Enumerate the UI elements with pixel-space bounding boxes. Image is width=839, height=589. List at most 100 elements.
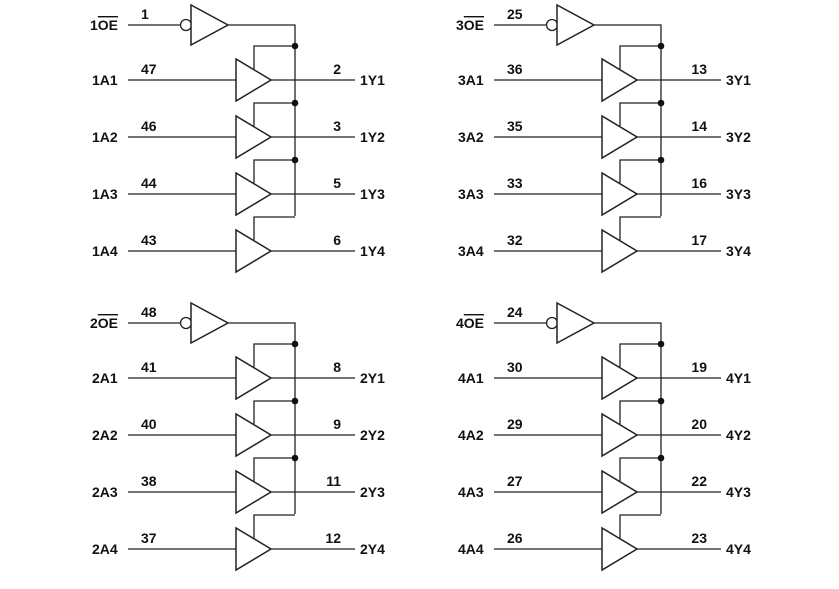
group-2-channel-4-input-label: 3A4 [458, 243, 484, 259]
group-3-oe-buffer [190, 301, 230, 345]
group-2-channel-4-enable-wire [619, 216, 661, 240]
group-1-oe-inverter-bubble [179, 18, 193, 32]
group-1-channel-4-input-pin: 43 [141, 232, 157, 248]
group-2-channel-1-input-label: 3A1 [458, 72, 484, 88]
group-3-oe-inverter-bubble [179, 316, 193, 330]
group-1-channel-4-buffer [235, 228, 273, 274]
group-1-oe-buffer [190, 3, 230, 47]
group-3-channel-3-buffer [235, 469, 273, 515]
group-1-channel-1-enable-wire [253, 45, 295, 69]
group-1-channel-4-output-pin: 6 [333, 232, 341, 248]
group-1-channel-2-input-pin: 46 [141, 118, 157, 134]
group-4-channel-3-output-label: 4Y3 [726, 484, 751, 500]
group-3-channel-3-output-pin: 11 [326, 473, 341, 489]
group-4-channel-2-junction-dot [657, 397, 665, 405]
group-1-oe-pin: 1 [141, 6, 149, 22]
group-4-channel-4-output-pin: 23 [691, 530, 707, 546]
group-1-channel-3-buffer [235, 171, 273, 217]
group-2-oe-buffer [556, 3, 596, 47]
group-3-channel-4-output-pin: 12 [325, 530, 341, 546]
group-4-channel-1-output-label: 4Y1 [726, 370, 751, 386]
group-4-channel-4-input-pin: 26 [507, 530, 523, 546]
group-4-channel-4-enable-wire [619, 514, 661, 538]
group-4-channel-2-enable-wire [619, 400, 661, 424]
group-2-channel-1-output-pin: 13 [691, 61, 707, 77]
group-4-channel-4-input-label: 4A4 [458, 541, 484, 557]
group-1-channel-2-output-pin: 3 [333, 118, 341, 134]
group-3-oe-bus [228, 322, 296, 514]
group-2-channel-3-junction-dot [657, 156, 665, 164]
group-4-oe-label: 4OE [456, 315, 484, 331]
group-3-channel-3-junction-dot [291, 454, 299, 462]
group-4-channel-2-input-pin: 29 [507, 416, 523, 432]
group-3-channel-2-buffer [235, 412, 273, 458]
group-3-channel-2-output-pin: 9 [333, 416, 341, 432]
group-4-channel-3-junction-dot [657, 454, 665, 462]
group-1-channel-1-junction-dot [291, 42, 299, 50]
group-2-channel-1-enable-wire [619, 45, 661, 69]
group-4-channel-1-input-label: 4A1 [458, 370, 484, 386]
group-3-channel-3-input-pin: 38 [141, 473, 157, 489]
group-3-oe-label: 2OE [90, 315, 118, 331]
group-3-channel-1-output-pin: 8 [333, 359, 341, 375]
group-4-channel-1-junction-dot [657, 340, 665, 348]
group-4-channel-4-buffer [601, 526, 639, 572]
group-1-channel-1-output-label: 1Y1 [360, 72, 385, 88]
group-2-channel-2-enable-wire [619, 102, 661, 126]
group-1-channel-2-output-label: 1Y2 [360, 129, 385, 145]
group-2-channel-3-output-pin: 16 [691, 175, 707, 191]
group-3-channel-1-input-label: 2A1 [92, 370, 118, 386]
group-1-channel-3-output-pin: 5 [333, 175, 341, 191]
group-1-channel-1-input-pin: 47 [141, 61, 157, 77]
group-3-channel-4-input-label: 2A4 [92, 541, 118, 557]
group-4-channel-3-input-label: 4A3 [458, 484, 484, 500]
group-1-channel-3-output-label: 1Y3 [360, 186, 385, 202]
group-2-channel-2-input-pin: 35 [507, 118, 523, 134]
group-3-channel-4-enable-wire [253, 514, 295, 538]
group-2-channel-3-buffer [601, 171, 639, 217]
group-4-channel-2-output-pin: 20 [691, 416, 707, 432]
group-4-oe-buffer [556, 301, 596, 345]
group-4-oe-bus [594, 322, 662, 514]
group-1-channel-2-input-label: 1A2 [92, 129, 118, 145]
group-2-channel-2-output-label: 3Y2 [726, 129, 751, 145]
group-4-channel-2-buffer [601, 412, 639, 458]
group-3-channel-3-input-label: 2A3 [92, 484, 118, 500]
group-1-oe-bus [228, 24, 296, 216]
group-1-channel-4-input-label: 1A4 [92, 243, 118, 259]
group-2-oe-bus [594, 24, 662, 216]
group-1-channel-2-enable-wire [253, 102, 295, 126]
group-2-channel-4-output-label: 3Y4 [726, 243, 751, 259]
group-2-channel-3-output-label: 3Y3 [726, 186, 751, 202]
group-1-channel-3-input-label: 1A3 [92, 186, 118, 202]
group-3-channel-2-input-label: 2A2 [92, 427, 118, 443]
group-3-channel-3-enable-wire [253, 457, 295, 481]
group-1-channel-2-buffer [235, 114, 273, 160]
group-3-channel-2-output-label: 2Y2 [360, 427, 385, 443]
group-2-channel-2-input-label: 3A2 [458, 129, 484, 145]
group-4-oe-pin: 24 [507, 304, 523, 320]
group-1-channel-2-junction-dot [291, 99, 299, 107]
group-2-channel-1-buffer [601, 57, 639, 103]
group-2-channel-3-enable-wire [619, 159, 661, 183]
group-3-channel-2-junction-dot [291, 397, 299, 405]
group-4-channel-3-buffer [601, 469, 639, 515]
group-1-channel-1-buffer [235, 57, 273, 103]
group-3-channel-1-buffer [235, 355, 273, 401]
group-4-channel-2-output-label: 4Y2 [726, 427, 751, 443]
group-1-channel-1-output-pin: 2 [333, 61, 341, 77]
group-2-channel-4-buffer [601, 228, 639, 274]
group-4-channel-1-input-pin: 30 [507, 359, 523, 375]
group-3-channel-1-junction-dot [291, 340, 299, 348]
group-1-channel-3-input-pin: 44 [141, 175, 157, 191]
group-3-channel-1-output-label: 2Y1 [360, 370, 385, 386]
group-4-channel-2-input-label: 4A2 [458, 427, 484, 443]
group-3-channel-2-input-pin: 40 [141, 416, 157, 432]
group-3-channel-1-input-pin: 41 [141, 359, 157, 375]
group-1-channel-3-junction-dot [291, 156, 299, 164]
group-4-channel-1-enable-wire [619, 343, 661, 367]
group-3-channel-4-buffer [235, 526, 273, 572]
group-3-channel-4-output-label: 2Y4 [360, 541, 385, 557]
group-2-channel-3-input-label: 3A3 [458, 186, 484, 202]
group-2-channel-2-junction-dot [657, 99, 665, 107]
